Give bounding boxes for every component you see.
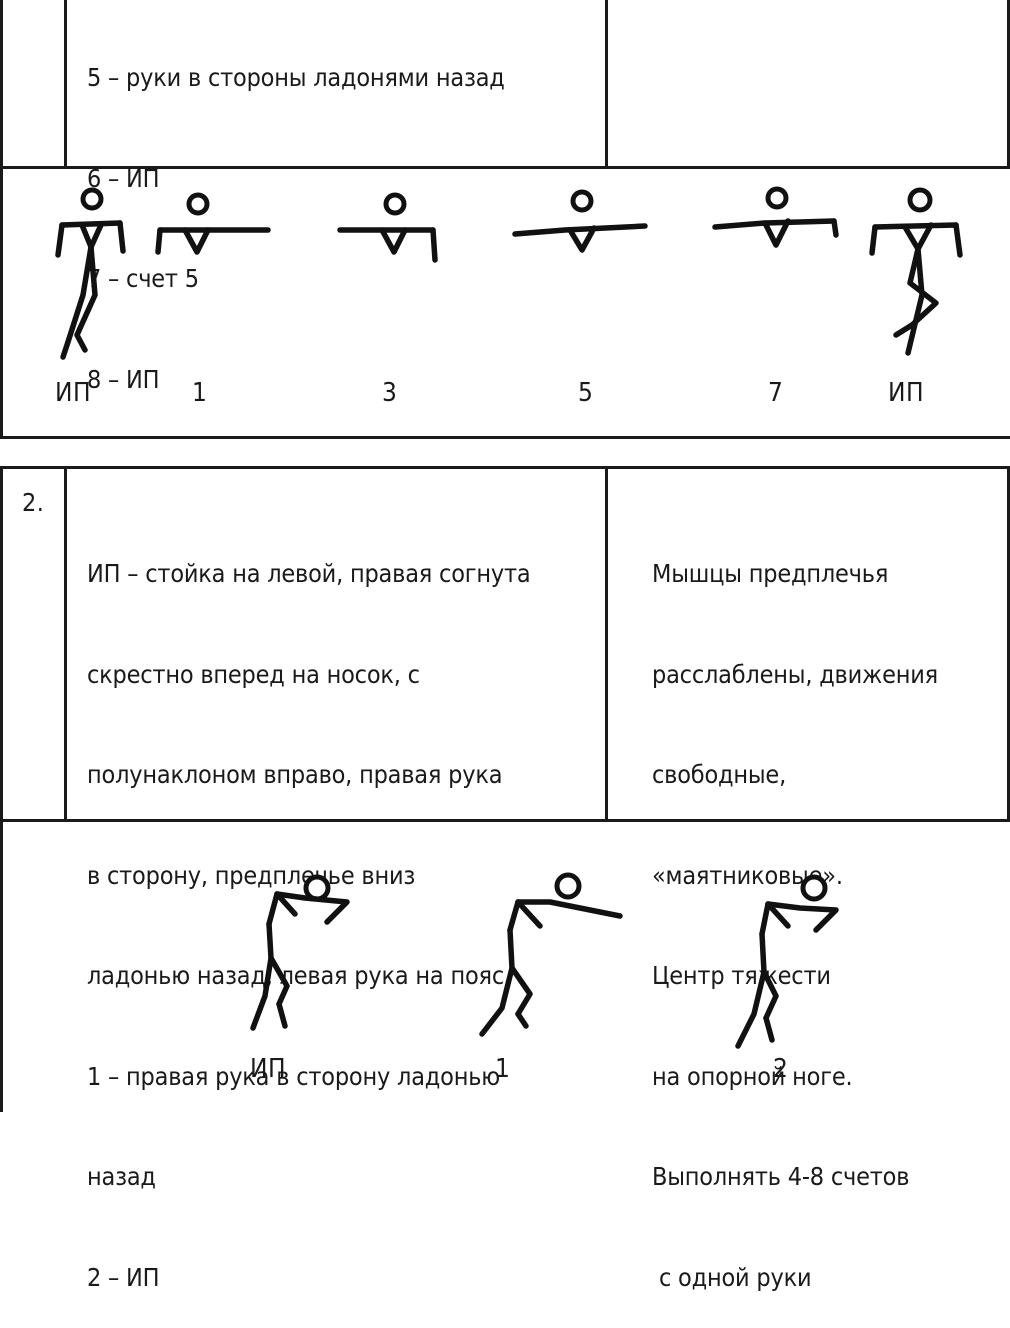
block1-line: 6 – ИП: [87, 163, 160, 193]
note-line: Мышцы предплечья: [652, 559, 889, 588]
figure-count-3: [337, 192, 438, 263]
description-line: 1 – правая рука в сторону ладонью: [87, 1061, 500, 1091]
description-line: полунаклоном вправо, правая рука: [87, 760, 503, 789]
figure-count-5: [512, 189, 648, 253]
description-line: 2 – ИП: [87, 1262, 160, 1292]
figure-label: 2: [773, 1054, 789, 1084]
block1-right-border: [1007, 0, 1010, 168]
block2-right-border: [1007, 466, 1010, 821]
figure-count-7: [712, 186, 839, 248]
description-line: назад: [87, 1162, 156, 1191]
description-line: скрестно вперед на носок, с: [87, 659, 420, 689]
figure-ip-leg-raised: [869, 187, 963, 356]
figure-label: ИП: [888, 378, 925, 408]
block2-top-border: [0, 466, 1010, 469]
block1-line: 5 – руки в стороны ладонями назад: [87, 63, 505, 92]
block1-column-divider: [605, 0, 608, 168]
block1-text: 5 – руки в стороны ладонями назад 6 – ИП…: [87, 0, 505, 430]
block1-line: 8 – ИП: [87, 364, 160, 394]
figure-label: 1: [192, 378, 208, 408]
figure-ip-crossed-legs: [55, 187, 126, 360]
note-line: расслаблены, движения: [652, 659, 938, 689]
description-line: в сторону, предплечье вниз: [87, 860, 416, 890]
block2-left-border: [0, 466, 3, 1112]
note-line: на опорной ноге.: [652, 1061, 853, 1091]
description-line: ладонью назад, левая рука на пояс: [87, 961, 504, 990]
note-line: Центр тяжести: [652, 961, 831, 990]
figure-label: 1: [495, 1054, 511, 1084]
figure-count-1: [155, 192, 271, 255]
block2-number-divider: [64, 466, 67, 821]
figure-label: 5: [578, 378, 594, 408]
block2-column-divider: [605, 466, 608, 821]
description-line: ИП – стойка на левой, правая согнута: [87, 559, 531, 588]
figure-ip-bent-arm: [250, 874, 350, 1031]
block1-row-divider: [0, 166, 1010, 169]
block2-row-divider: [0, 819, 1010, 822]
block1-figure-outer-left: [0, 0, 3, 438]
figure-label: ИП: [250, 1054, 287, 1084]
figure-label: 7: [768, 378, 784, 408]
block1-left-border: [64, 0, 67, 168]
exercise-number: 2.: [22, 488, 45, 517]
note-line: Выполнять 4-8 счетов: [652, 1162, 910, 1191]
figure-count-1-arm-out: [479, 872, 623, 1037]
figure-count-2-bent-arm: [735, 874, 839, 1049]
block1-bottom-border: [0, 436, 1010, 439]
note-line: с одной руки: [652, 1262, 812, 1292]
figure-label: ИП: [55, 378, 92, 408]
note-line: свободные,: [652, 760, 787, 789]
figure-label: 3: [382, 378, 398, 408]
